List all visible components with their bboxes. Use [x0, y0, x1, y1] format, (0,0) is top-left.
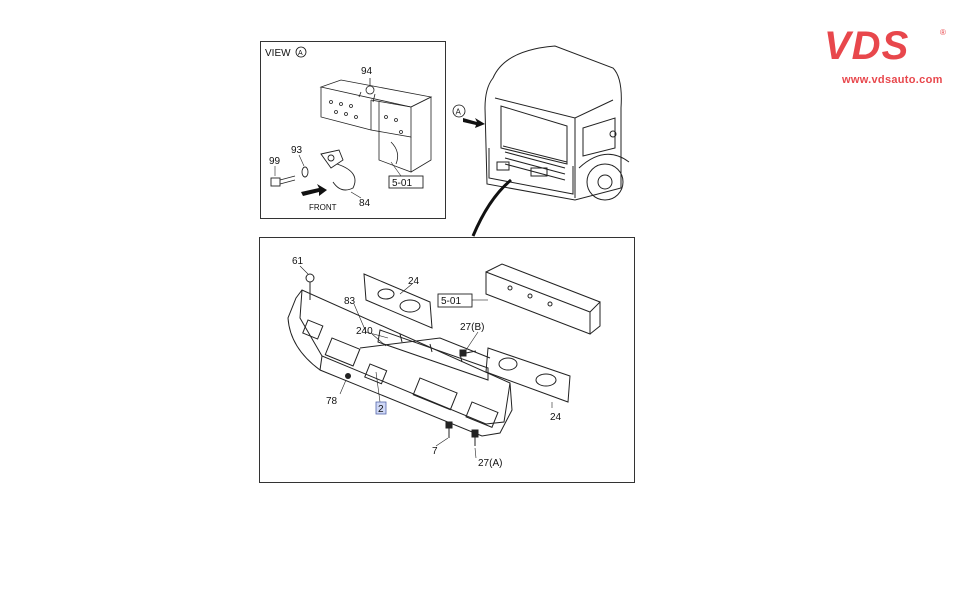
part-27a-bolt — [471, 429, 479, 446]
view-direction-arrow-icon — [463, 118, 485, 128]
part-94-nut — [365, 78, 375, 95]
ref-label-5-01: 5-01 — [392, 178, 412, 189]
part-2-highlight[interactable] — [375, 401, 387, 415]
registered-mark: ® — [940, 28, 946, 37]
label-27b: 27(B) — [460, 322, 484, 333]
front-label: FRONT — [309, 203, 337, 212]
ref-box-5-01[interactable] — [388, 175, 424, 189]
label-94: 94 — [361, 66, 373, 77]
label-24-right: 24 — [550, 412, 562, 423]
part-61-bolt — [305, 273, 315, 300]
label-7: 7 — [432, 446, 438, 457]
bumper-assembly — [287, 289, 513, 437]
label-27a: 27(A) — [478, 458, 502, 469]
label-2: 2 — [378, 404, 384, 415]
frame-section — [485, 263, 601, 335]
truck-view-marker: A — [456, 108, 462, 117]
view-title-marker-circle — [295, 46, 307, 58]
label-99: 99 — [269, 156, 281, 167]
ref-label-5-01-main: 5-01 — [441, 296, 461, 307]
part-7-bolt — [445, 421, 453, 438]
label-93: 93 — [291, 145, 303, 156]
part-24-lower-bracket — [485, 347, 571, 403]
front-arrow-icon — [301, 184, 327, 196]
label-240: 240 — [356, 326, 373, 337]
truck-overview-drawing: A — [452, 45, 630, 237]
truck-view-marker-circle — [452, 104, 466, 118]
part-99-bolt — [270, 175, 296, 187]
leader-lines — [299, 265, 553, 459]
leader-curve — [471, 178, 512, 237]
part-240-reinforcement — [377, 329, 489, 381]
bumper-exploded-drawing: 61 24 5-01 83 240 27(B) 78 2 24 7 27(A) — [287, 256, 601, 469]
bumper-exploded-panel: 61 24 5-01 83 240 27(B) 78 2 24 7 27(A) — [259, 237, 635, 483]
view-a-drawing: VIEW A 94 84 — [265, 46, 433, 212]
frame-rail-sketch — [319, 79, 433, 173]
part-24-upper-bracket — [363, 273, 433, 329]
brand-url[interactable]: www.vdsauto.com — [842, 74, 943, 86]
label-84: 84 — [359, 198, 371, 209]
label-24-top: 24 — [408, 276, 420, 287]
label-78: 78 — [326, 396, 338, 407]
part-84-tow-hook — [320, 149, 356, 191]
part-27b-bolt — [459, 349, 477, 357]
ref-box-5-01-main[interactable] — [437, 293, 473, 308]
part-93-washer — [301, 166, 309, 178]
label-61: 61 — [292, 256, 304, 267]
view-title-marker: A — [298, 50, 303, 57]
part-78-nut — [345, 373, 351, 379]
label-83: 83 — [344, 296, 356, 307]
view-a-detail-panel: VIEW A 94 84 — [260, 41, 446, 219]
brand-logo: VDS — [824, 24, 910, 68]
view-title: VIEW — [265, 48, 291, 59]
